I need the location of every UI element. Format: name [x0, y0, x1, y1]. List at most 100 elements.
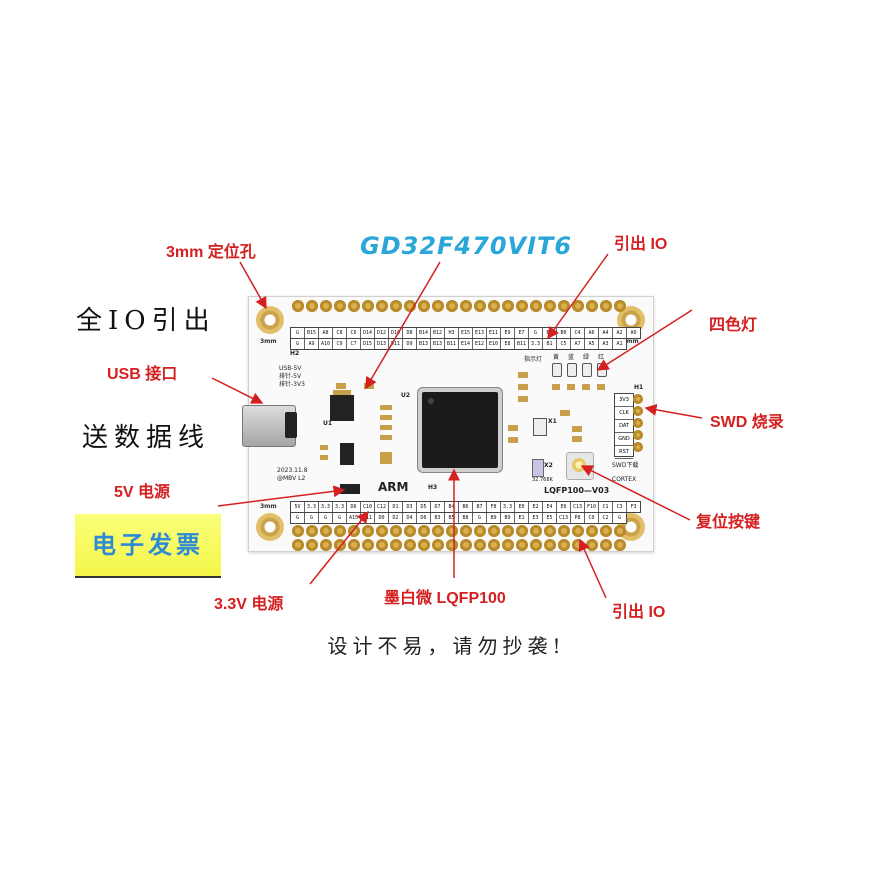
- header-pin: [418, 539, 430, 551]
- top-label-2-cell: D15: [361, 339, 375, 349]
- top-label-1-cell: B15: [305, 328, 319, 338]
- header-pin: [418, 300, 430, 312]
- swd-header-pins: [633, 394, 643, 452]
- callout-5v: 5V 电源: [114, 484, 171, 501]
- bottom-label-1-cell: D1: [389, 502, 403, 512]
- top-label-2-cell: B11: [515, 339, 529, 349]
- component-h4: [340, 443, 354, 465]
- top-label-2-cell: G: [291, 339, 305, 349]
- top-label-2-cell: A9: [305, 339, 319, 349]
- bottom-label-2-cell: E5: [543, 513, 557, 523]
- invoice-badge: 电子发票: [75, 514, 221, 578]
- res-led4: [597, 384, 605, 390]
- header-pin: [376, 525, 388, 537]
- res-led2: [567, 384, 575, 390]
- top-label-1-cell: A6: [585, 328, 599, 338]
- top-header-pins: [292, 300, 626, 312]
- led-blue: [567, 363, 577, 377]
- header-pin: [600, 539, 612, 551]
- header-pin: [502, 300, 514, 312]
- bottom-label-1-cell: B4: [445, 502, 459, 512]
- bottom-label-1-cell: B7: [473, 502, 487, 512]
- header-pin: [404, 300, 416, 312]
- res-r35: [380, 425, 392, 430]
- header-pin: [376, 300, 388, 312]
- bottom-label-2-cell: G: [319, 513, 333, 523]
- top-label-1-cell: B0: [557, 328, 571, 338]
- header-pin: [474, 539, 486, 551]
- res-r34: [380, 415, 392, 420]
- top-label-1-cell: A4: [599, 328, 613, 338]
- swd-pin-dat: DAT: [615, 420, 633, 433]
- bottom-label-1-cell: E4: [543, 502, 557, 512]
- header-pin: [460, 539, 472, 551]
- bottom-label-2-cell: D0: [375, 513, 389, 523]
- bottom-label-1-cell: C12: [375, 502, 389, 512]
- callout-reset: 复位按键: [696, 514, 761, 531]
- header-pin: [362, 539, 374, 551]
- bottom-label-1-cell: D6: [347, 502, 361, 512]
- callout-io-bottom: 引出 IO: [612, 604, 666, 621]
- bottom-label-1-cell: D3: [403, 502, 417, 512]
- bottom-label-2-cell: D4: [403, 513, 417, 523]
- cap-c29: [560, 410, 570, 416]
- crystal-freq: 32.768K: [532, 477, 553, 483]
- header-pin: [544, 525, 556, 537]
- bottom-label-1-cell: E0: [515, 502, 529, 512]
- swd-pin-rst: RST: [615, 446, 633, 459]
- swd-caption: SWD下载: [612, 462, 639, 469]
- bottom-label-2-cell: B3: [431, 513, 445, 523]
- header-pin: [502, 525, 514, 537]
- bottom-label-2-cell: G: [617, 515, 621, 521]
- top-label-2-cell: D11: [389, 339, 403, 349]
- header-pin: [558, 300, 570, 312]
- bottom-label-1-cell: D5: [417, 502, 431, 512]
- res-r48: [518, 372, 528, 378]
- res-r8: [572, 436, 582, 442]
- callout-four-led: 四色灯: [709, 317, 758, 334]
- res-r21: [518, 384, 528, 390]
- header-pin: [614, 525, 626, 537]
- top-label-1-cell: A0: [630, 330, 637, 336]
- header-pin: [320, 525, 332, 537]
- header-pin: [544, 300, 556, 312]
- header-pin: [292, 539, 304, 551]
- bottom-label-1-cell: F10: [585, 502, 599, 512]
- bottom-label-1-cell: C1: [599, 502, 613, 512]
- bottom-label-1-cell: F8: [487, 502, 501, 512]
- bottom-label-2-cell: G: [305, 513, 319, 523]
- x1-label: X1: [548, 418, 557, 425]
- top-label-2-cell: C5: [557, 339, 571, 349]
- header-bottom-id: H3: [428, 484, 438, 491]
- bottom-label-1-cell: C13: [571, 502, 585, 512]
- header-pin: [432, 539, 444, 551]
- top-label-2-cell: E14: [459, 339, 473, 349]
- header-pin: [446, 300, 458, 312]
- hole-label-bl: 3mm: [260, 503, 277, 510]
- header-pin: [516, 300, 528, 312]
- header-pin: [404, 539, 416, 551]
- top-label-2-cell: E10: [487, 339, 501, 349]
- cap-c2: [364, 383, 374, 389]
- header-pin: [460, 525, 472, 537]
- bottom-label-2-cell: G: [333, 513, 347, 523]
- bottom-label-1-cell: D7: [431, 502, 445, 512]
- header-pin: [488, 525, 500, 537]
- res-r42: [508, 425, 518, 431]
- header-pin: [488, 300, 500, 312]
- bottom-label-2-cell: P8: [571, 513, 585, 523]
- header-pin: [446, 539, 458, 551]
- header-pin: [432, 525, 444, 537]
- res-r43: [508, 437, 518, 443]
- res-r23: [572, 426, 582, 432]
- led-color-blue: 蓝: [568, 354, 575, 361]
- header-pin: [404, 525, 416, 537]
- header-pin: [320, 539, 332, 551]
- top-label-2-cell: C7: [347, 339, 361, 349]
- header-pin: [558, 525, 570, 537]
- top-label-1-cell: E11: [487, 328, 501, 338]
- top-label-1-cell: A2: [613, 328, 627, 338]
- bottom-label-1-cell: 3.3: [319, 502, 333, 512]
